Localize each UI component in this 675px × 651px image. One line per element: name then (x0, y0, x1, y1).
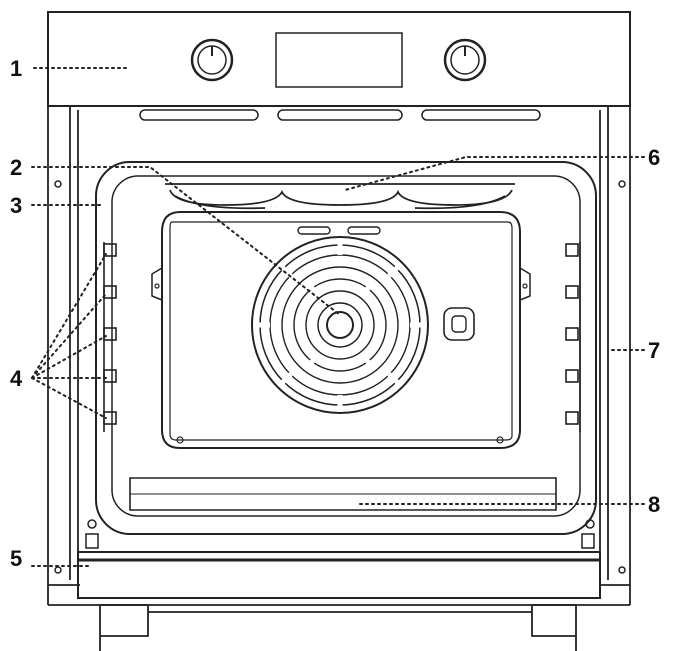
oven-door (77, 551, 601, 599)
plinth (99, 604, 577, 651)
shelf-supports-right (565, 242, 581, 432)
control-panel (47, 11, 631, 107)
callout-8: 8 (648, 492, 660, 517)
oven-floor (129, 477, 557, 511)
vent-slot-left (139, 109, 259, 121)
vent-slot-center (277, 109, 403, 121)
door-hinge-right (581, 519, 595, 549)
vent-slot-right (421, 109, 541, 121)
oven-lamp (443, 307, 475, 341)
right-knob (443, 38, 487, 82)
callout-6: 6 (648, 145, 660, 170)
back-panel (161, 211, 521, 449)
callout-3: 3 (10, 193, 22, 218)
shelf-supports-left (103, 242, 117, 432)
callout-5: 5 (10, 546, 22, 571)
grill-heater (165, 183, 515, 210)
left-knob (190, 38, 234, 82)
door-seal (95, 161, 597, 535)
display-window (275, 32, 403, 88)
callout-4: 4 (10, 366, 23, 391)
leader-lines (31, 67, 645, 567)
callout-1: 1 (10, 56, 22, 81)
oven-body-frame (47, 106, 631, 606)
callout-2: 2 (10, 155, 22, 180)
door-hinge-left (85, 519, 99, 549)
fan-cover (251, 236, 429, 414)
callout-7: 7 (648, 338, 660, 363)
